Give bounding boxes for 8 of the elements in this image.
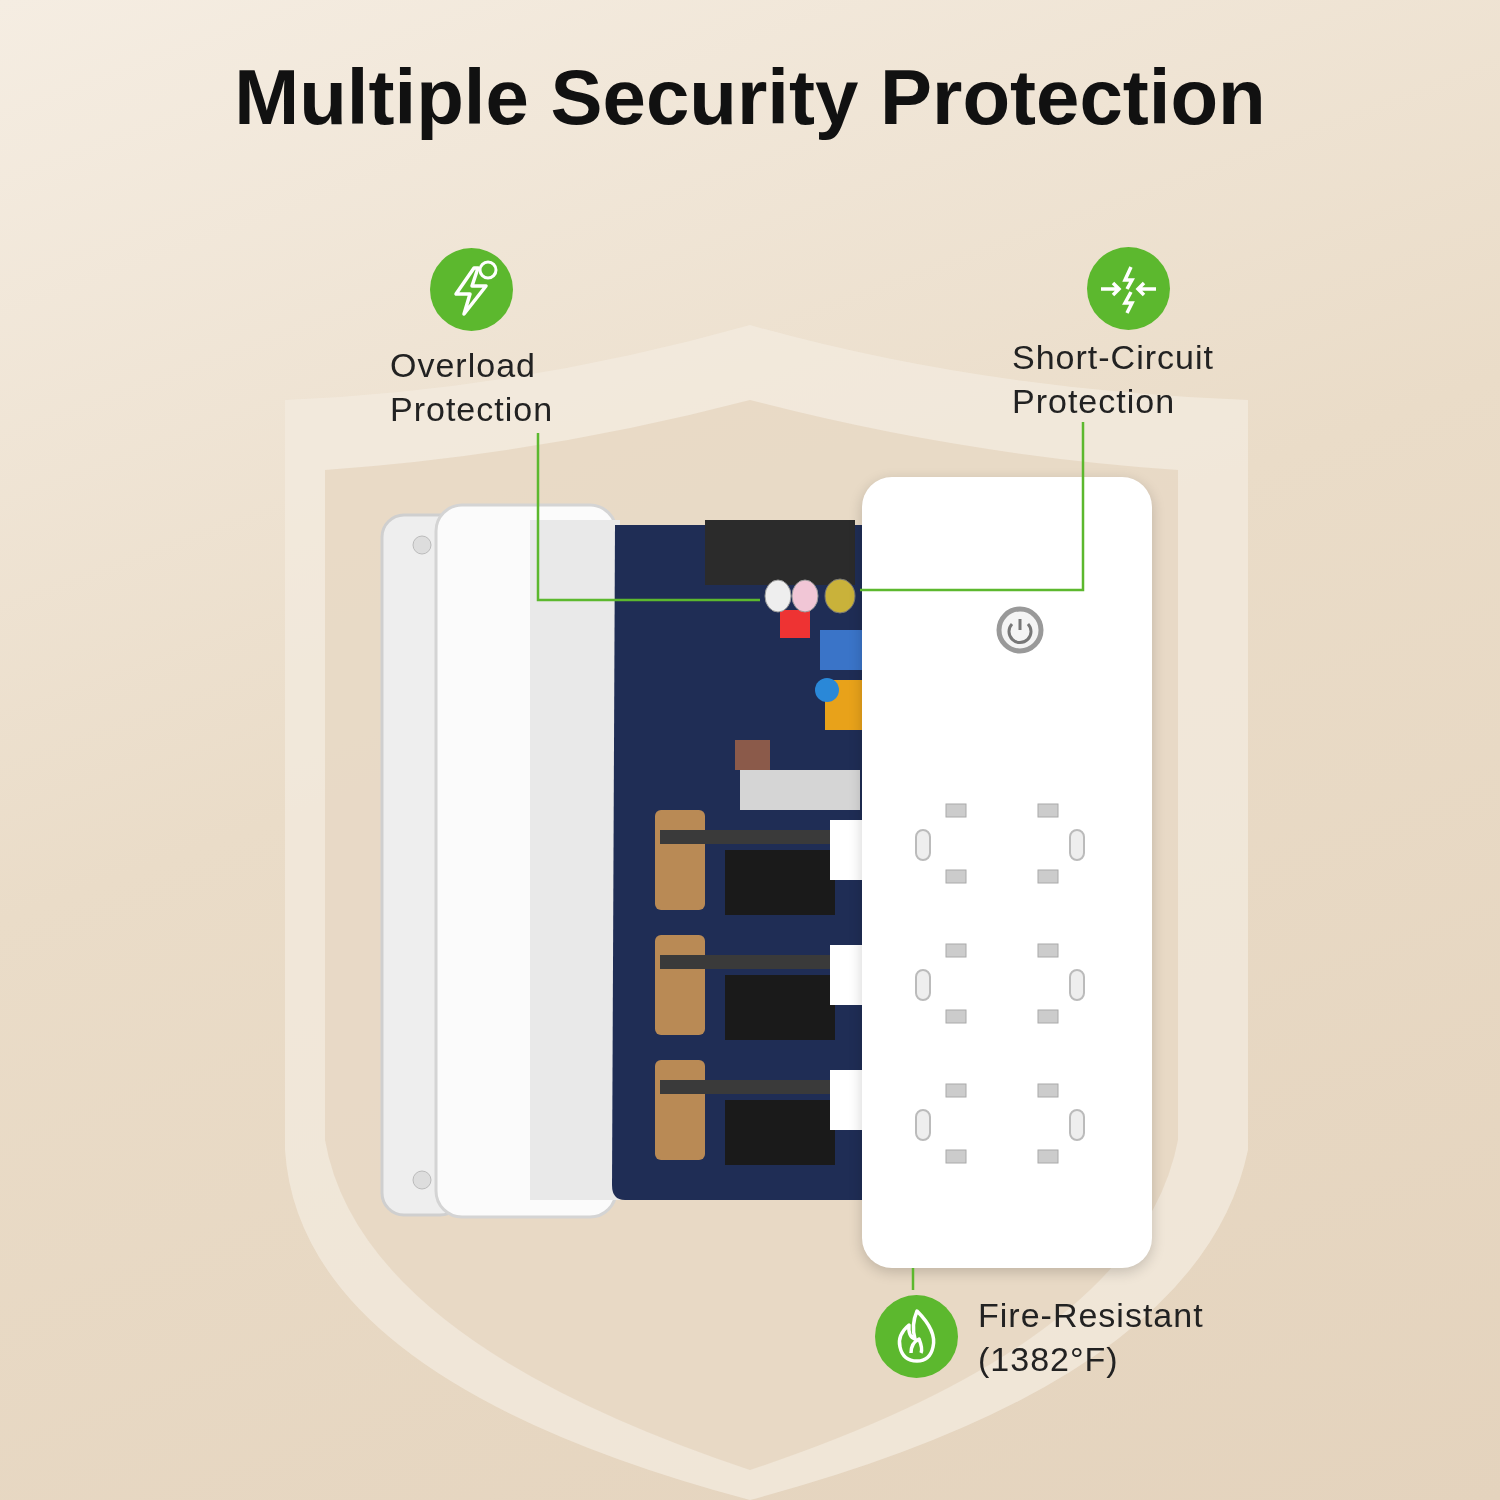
title: Multiple Security Protection: [233, 52, 1267, 143]
feature-label: Fire-Resistant (1382°F): [978, 1295, 1205, 1380]
feature-label: Overload Protection: [390, 345, 555, 430]
outlet-panel: [862, 477, 1152, 1268]
feature-label: Short-Circuit Protection: [1012, 337, 1215, 422]
leader-line: [860, 422, 1085, 592]
leader-line: [536, 433, 760, 602]
leader-line: [911, 1266, 915, 1290]
